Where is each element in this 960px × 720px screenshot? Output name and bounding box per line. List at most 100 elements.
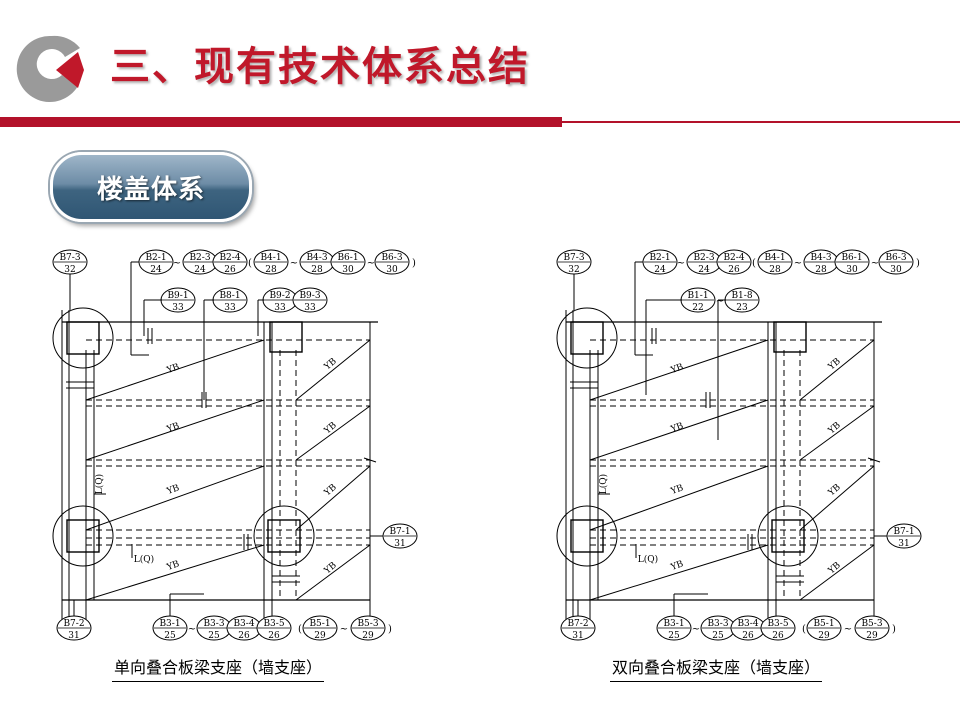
panel-tag-code: B5-3	[861, 619, 882, 629]
panel-tag-code: B3-1	[159, 619, 180, 629]
panel-tag-page: 31	[68, 631, 79, 641]
panel-tag: B1-1 22	[680, 287, 716, 313]
structure-line	[295, 339, 371, 401]
caption-two-way: 双向叠合板梁支座（墙支座）	[610, 654, 823, 682]
panel-tag-page: 26	[728, 265, 740, 275]
structure-line	[799, 339, 875, 401]
structure-line	[85, 544, 265, 601]
column-square	[66, 321, 100, 355]
yb-label: YB	[322, 420, 339, 437]
column-square	[771, 519, 805, 553]
panel-tag: B9-133	[160, 287, 196, 313]
panel-tag: B9-3 33	[292, 287, 328, 313]
panel-tag-page: 26	[224, 265, 236, 275]
range-tilde: ~	[290, 258, 298, 269]
panel-tag: B6-130	[834, 249, 870, 275]
panel-tag-page: 33	[172, 303, 184, 313]
panel-tag: B2-124	[138, 249, 174, 275]
panel-tag-code: B5-1	[813, 619, 834, 629]
panel-tag: B4-328	[803, 249, 839, 275]
panel-tag: B5-329	[854, 615, 890, 641]
panel-tag: B7-332	[52, 249, 88, 275]
panel-tag: B5-129	[302, 615, 338, 641]
panel-tag-page: 26	[268, 631, 280, 641]
panel-tag-code: B1-8	[731, 291, 752, 301]
panel-tag-page: 24	[698, 265, 710, 275]
yb-label: YB	[826, 482, 843, 499]
panel-tag-page: 30	[890, 265, 902, 275]
yb-label: YB	[826, 356, 843, 373]
panel-tag: B6-330	[878, 249, 914, 275]
panel-tag: B3-426	[226, 615, 262, 641]
panel-tag-code: B1-1	[687, 291, 708, 301]
column-circle	[52, 307, 114, 369]
panel-tag: B5-1 29	[806, 615, 842, 641]
panel-tag-code: B8-1	[219, 291, 240, 301]
panel-tag-page: 22	[692, 303, 703, 313]
yb-label: YB	[669, 421, 686, 435]
panel-tag-code: B2-4	[219, 253, 240, 263]
structure-line	[295, 544, 371, 601]
panel-tag-page: 33	[304, 303, 316, 313]
column-square	[269, 321, 303, 353]
panel-tag-page: 26	[772, 631, 784, 641]
panel-tag-code: B2-3	[189, 253, 210, 263]
structure-line	[589, 339, 769, 401]
column-circle	[757, 505, 819, 567]
column-circle	[52, 505, 114, 567]
paren-open: (	[802, 624, 806, 635]
panel-tag: B3-125	[656, 615, 692, 641]
structure-line	[589, 544, 769, 601]
dimension-label: L(Q)	[94, 474, 105, 494]
yb-label: YB	[669, 362, 686, 376]
column-square	[66, 519, 100, 553]
section-floor-system-button[interactable]: 楼盖体系	[50, 152, 252, 222]
panel-tag-code: B7-2	[567, 619, 588, 629]
panel-tag: B7-332	[556, 249, 592, 275]
panel-tag-code: B4-3	[306, 253, 327, 263]
range-tilde: ~	[340, 624, 348, 635]
structure-line	[867, 457, 881, 463]
panel-tag-code: B9-3	[299, 291, 320, 301]
panel-tag-code: B7-3	[59, 253, 80, 263]
structure-line	[799, 465, 875, 531]
panel-tag-code: B3-4	[737, 619, 758, 629]
dimension-label: L(Q)	[638, 554, 658, 565]
panel-tag: B3-5 26	[760, 615, 796, 641]
panel-tag-code: B3-5	[263, 619, 284, 629]
structure-line	[85, 465, 265, 531]
page-title: 三、现有技术体系总结	[110, 44, 530, 90]
panel-tag-page: 32	[568, 265, 579, 275]
panel-tag: B7-131	[382, 523, 418, 549]
panel-tag-code: B7-1	[893, 527, 914, 537]
structural-plan-drawing: B7-332B2-124B2-324B2-426B4-128B4-328B6-1…	[556, 249, 922, 641]
panel-tag-page: 29	[314, 631, 326, 641]
paren-close: )	[388, 624, 392, 635]
panel-tag-page: 23	[736, 303, 748, 313]
column-square	[570, 321, 604, 355]
panel-tag-page: 31	[572, 631, 583, 641]
panel-tag-page: 25	[712, 631, 724, 641]
panel-tag: B3-325	[700, 615, 736, 641]
panel-tag-code: B2-4	[723, 253, 744, 263]
paren-open: (	[752, 258, 756, 269]
column-square	[570, 519, 604, 553]
structure-line	[589, 399, 769, 461]
panel-tag: B1-8 23	[724, 287, 760, 313]
panel-tag-page: 29	[362, 631, 374, 641]
panel-tag: B8-133	[212, 287, 248, 313]
structure-line	[589, 465, 769, 531]
panel-tag: B4-328	[299, 249, 335, 275]
panel-tag: B2-324	[686, 249, 722, 275]
panel-tag: B2-4 26	[716, 249, 752, 275]
panel-tag: B3-325	[196, 615, 232, 641]
panel-tag-page: 31	[394, 539, 405, 549]
structure-line	[85, 339, 265, 401]
column-square	[267, 519, 301, 553]
panel-tag: B7-2 31	[560, 615, 596, 641]
structural-plan-drawing: B7-332B2-124B2-324B2-426B4-128B4-328B6-1…	[52, 249, 418, 641]
panel-tag-code: B3-1	[663, 619, 684, 629]
panel-tag-code: B3-5	[767, 619, 788, 629]
panel-tag-page: 30	[342, 265, 354, 275]
panel-tag-page: 29	[818, 631, 830, 641]
